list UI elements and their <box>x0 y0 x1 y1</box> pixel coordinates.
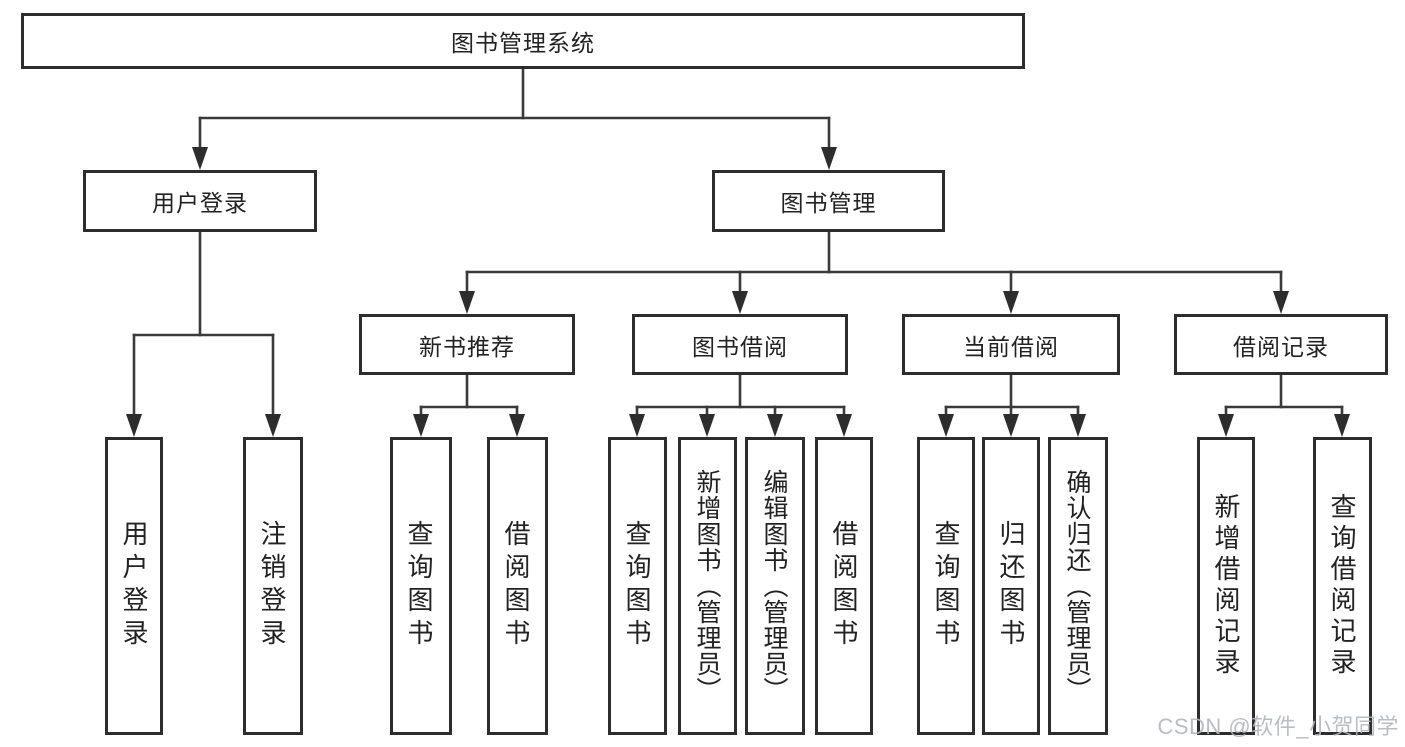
node-current-borrow: 当前借阅 <box>902 314 1120 375</box>
leaf-edit-books-admin: 编辑图书（管理员） <box>745 437 805 735</box>
arrow-down-icon <box>1070 414 1086 437</box>
leaf-query-borrow-record: 查询借阅记录 <box>1313 437 1372 735</box>
csdn-watermark: CSDN @软件_小贺同学 <box>1157 714 1399 739</box>
arrow-down-icon <box>1003 291 1019 314</box>
arrow-down-icon <box>1334 414 1350 437</box>
leaf-add-borrow-record: 新增借阅记录 <box>1197 437 1255 735</box>
leaf-borrow-books-recommend: 借阅图书 <box>487 437 548 735</box>
leaf-query-books-recommend: 查询图书 <box>390 437 452 735</box>
leaf-query-books-current: 查询图书 <box>917 437 975 735</box>
arrow-down-icon <box>732 291 748 314</box>
arrow-down-icon <box>1273 291 1289 314</box>
leaf-add-books-admin: 新增图书（管理员） <box>678 437 737 735</box>
arrow-down-icon <box>938 414 954 437</box>
arrow-down-icon <box>509 414 525 437</box>
leaf-borrow-books: 借阅图书 <box>815 437 873 735</box>
node-borrow-records: 借阅记录 <box>1174 314 1388 375</box>
arrow-down-icon <box>192 147 208 170</box>
leaf-logout: 注销登录 <box>243 437 303 735</box>
leaf-return-books: 归还图书 <box>982 437 1040 735</box>
node-new-book-recommend: 新书推荐 <box>359 314 575 375</box>
node-book-management: 图书管理 <box>712 170 945 232</box>
arrow-down-icon <box>459 291 475 314</box>
arrow-down-icon <box>126 414 142 437</box>
arrow-down-icon <box>821 147 837 170</box>
arrow-down-icon <box>836 414 852 437</box>
node-user-login: 用户登录 <box>83 170 317 232</box>
arrow-down-icon <box>413 414 429 437</box>
node-book-borrow: 图书借阅 <box>632 314 848 375</box>
arrow-down-icon <box>767 414 783 437</box>
arrow-down-icon <box>629 414 645 437</box>
arrow-down-icon <box>1218 414 1234 437</box>
leaf-query-books-borrow: 查询图书 <box>608 437 667 735</box>
arrow-down-icon <box>1003 414 1019 437</box>
arrow-down-icon <box>265 414 281 437</box>
node-library-system-root: 图书管理系统 <box>21 13 1025 69</box>
leaf-confirm-return-admin: 确认归还（管理员） <box>1048 437 1108 735</box>
arrow-down-icon <box>699 414 715 437</box>
leaf-user-login: 用户登录 <box>105 437 163 735</box>
